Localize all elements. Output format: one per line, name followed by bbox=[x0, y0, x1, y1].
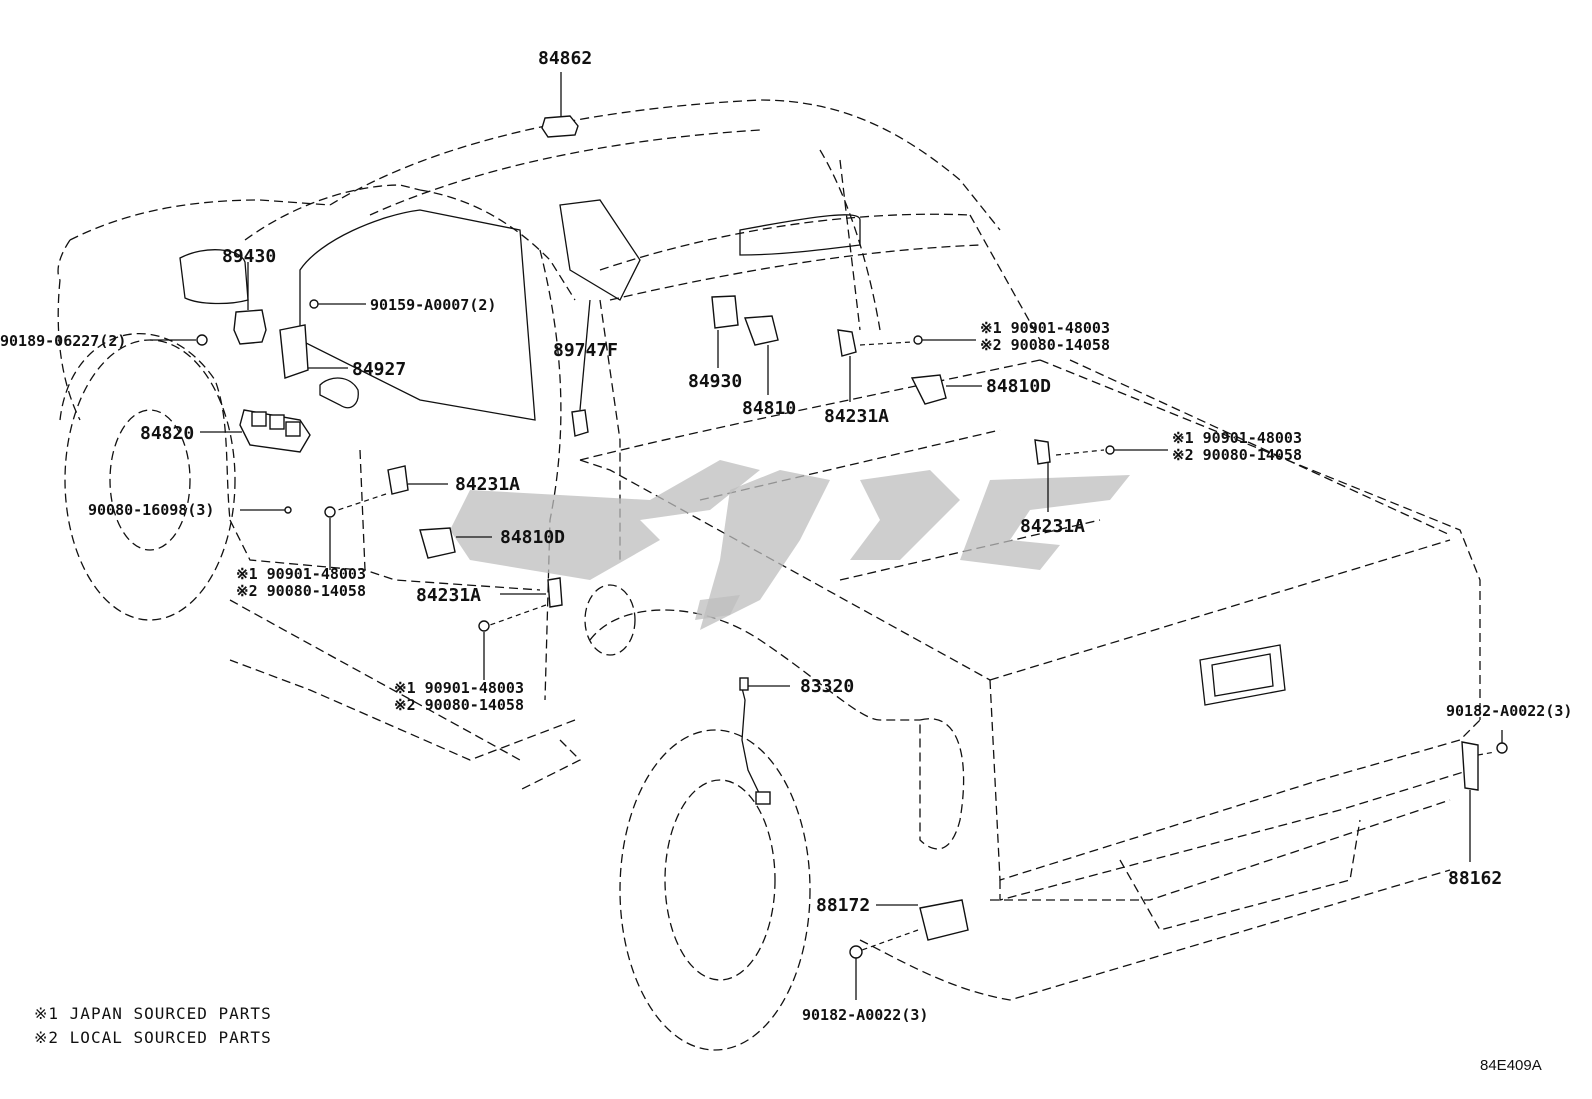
label-84231A-mid: 84231A bbox=[455, 474, 520, 495]
nut-90182-bottom-icon bbox=[849, 945, 863, 1000]
part-89747F-icon bbox=[571, 299, 591, 437]
label-90182-bottom: 90182-A0022(3) bbox=[802, 1006, 928, 1024]
alt-parts-top-right-line1: ※1 90901-48003 bbox=[980, 319, 1110, 337]
nut-90189-icon bbox=[150, 334, 208, 346]
screw-90080-16098-icon bbox=[240, 506, 292, 514]
part-84810D-right-icon bbox=[910, 374, 982, 405]
label-89430: 89430 bbox=[222, 246, 276, 267]
label-84927: 84927 bbox=[352, 359, 406, 380]
label-84930: 84930 bbox=[688, 371, 742, 392]
nut-90182-right-icon bbox=[1496, 730, 1508, 754]
label-84810D-left: 84810D bbox=[500, 527, 565, 548]
footnote-local-sourced: ※2 LOCAL SOURCED PARTS bbox=[34, 1028, 272, 1047]
part-83320-icon bbox=[739, 677, 790, 805]
part-88162-icon bbox=[1461, 741, 1496, 862]
part-84927-icon bbox=[279, 324, 348, 379]
bolt-90159-icon bbox=[309, 299, 366, 309]
part-84231A-lower-icon bbox=[478, 577, 563, 680]
part-84231A-mid-icon bbox=[324, 465, 448, 570]
part-88172-icon bbox=[861, 899, 969, 951]
label-84810: 84810 bbox=[742, 398, 796, 419]
part-84231A-right-icon bbox=[1034, 439, 1168, 512]
label-83320: 83320 bbox=[800, 676, 854, 697]
watermark-logo bbox=[450, 460, 1130, 630]
alt-parts-left-line2: ※2 90080-14058 bbox=[236, 582, 366, 600]
label-90182-right: 90182-A0022(3) bbox=[1446, 702, 1572, 720]
part-84820-icon bbox=[200, 409, 311, 453]
footnote-japan-sourced: ※1 JAPAN SOURCED PARTS bbox=[34, 1004, 272, 1023]
alt-parts-top-right-line2: ※2 90080-14058 bbox=[980, 336, 1110, 354]
label-88172: 88172 bbox=[816, 895, 870, 916]
part-84810D-left-icon bbox=[419, 527, 492, 559]
part-84810-icon bbox=[744, 315, 779, 395]
alt-parts-lower-line1: ※1 90901-48003 bbox=[394, 679, 524, 697]
part-89430-icon bbox=[233, 262, 267, 345]
label-89747F: 89747F bbox=[553, 340, 618, 361]
label-90080-16098: 90080-16098(3) bbox=[88, 501, 214, 519]
alt-parts-mid-right-line1: ※1 90901-48003 bbox=[1172, 429, 1302, 447]
label-84862: 84862 bbox=[538, 48, 592, 69]
part-84231A-top-icon bbox=[837, 329, 976, 402]
label-84820: 84820 bbox=[140, 423, 194, 444]
alt-parts-lower-line2: ※2 90080-14058 bbox=[394, 696, 524, 714]
part-84930-icon bbox=[711, 295, 739, 368]
diagram-code: 84E409A bbox=[1480, 1057, 1542, 1074]
label-88162: 88162 bbox=[1448, 868, 1502, 889]
truck-outline bbox=[57, 99, 1481, 1051]
alt-parts-left-line1: ※1 90901-48003 bbox=[236, 565, 366, 583]
label-84231A-lower: 84231A bbox=[416, 585, 481, 606]
label-84231A-right: 84231A bbox=[1020, 516, 1085, 537]
alt-parts-mid-right-line2: ※2 90080-14058 bbox=[1172, 446, 1302, 464]
label-90189: 90189-06227(2) bbox=[0, 332, 126, 350]
label-84810D-right: 84810D bbox=[986, 376, 1051, 397]
part-84862-icon bbox=[541, 72, 579, 138]
label-84231A-top: 84231A bbox=[824, 406, 889, 427]
label-90159: 90159-A0007(2) bbox=[370, 296, 496, 314]
